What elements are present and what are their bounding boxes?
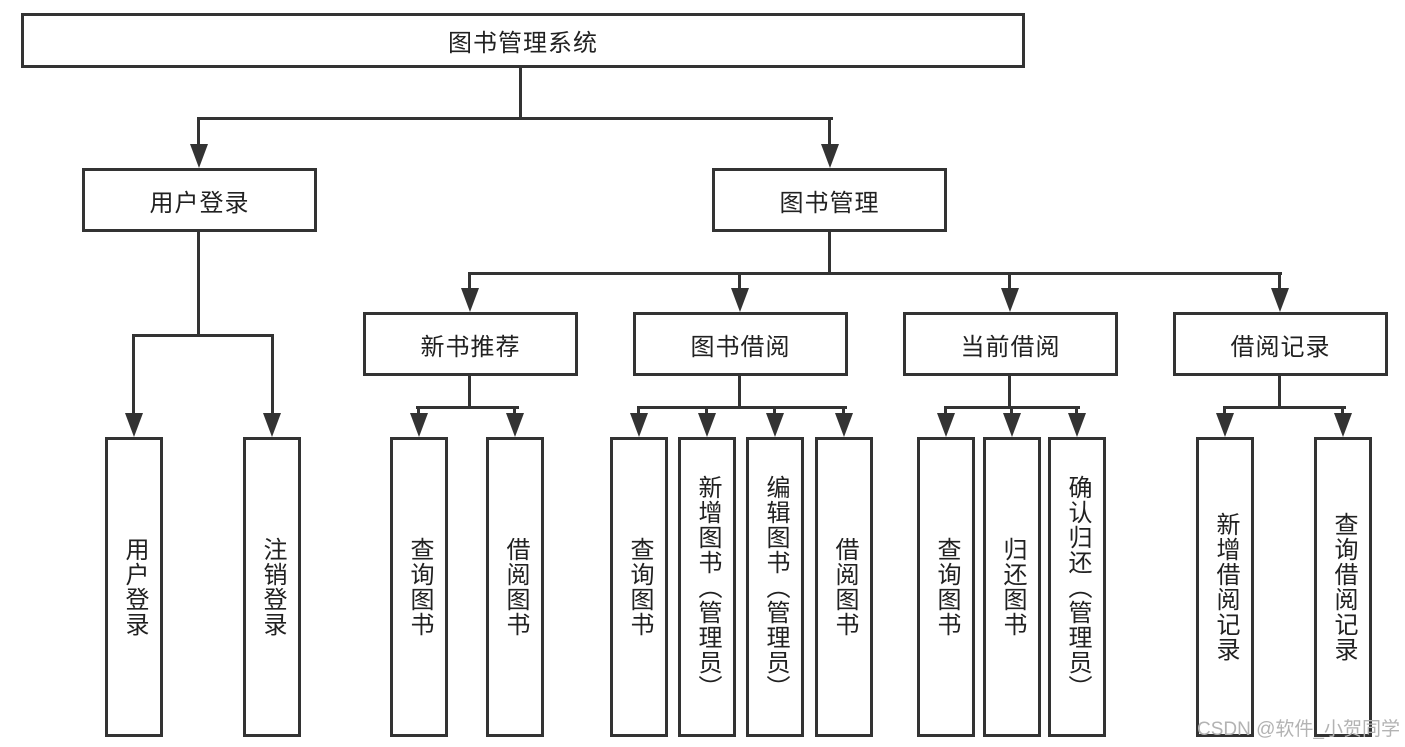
leaf-label: 借阅图书 [502, 537, 529, 637]
leaf-label: 借阅图书 [831, 537, 858, 637]
connector-line [637, 406, 847, 409]
arrow-down-icon [1271, 288, 1289, 312]
leaf-label: 新增图书（管理员） [694, 474, 721, 700]
connector-line [417, 406, 420, 418]
node-book-borrowing: 图书借阅 [633, 312, 848, 376]
leaf-confirm-return-admin: 确认归还（管理员） [1048, 437, 1106, 737]
connector-line [705, 406, 708, 418]
connector-line [1008, 376, 1011, 409]
leaf-label: 归还图书 [999, 537, 1026, 637]
leaf-borrow-books-recommend: 借阅图书 [486, 437, 544, 737]
leaf-borrow-books-borrowing: 借阅图书 [815, 437, 873, 737]
arrow-down-icon [1068, 413, 1086, 437]
node-book-management: 图书管理 [712, 168, 947, 232]
connector-line [1223, 406, 1346, 409]
leaf-query-borrow-record: 查询借阅记录 [1314, 437, 1372, 737]
connector-line [944, 406, 947, 418]
arrow-down-icon [190, 144, 208, 168]
connector-line [468, 272, 471, 292]
leaf-label: 注销登录 [259, 537, 286, 637]
leaf-label: 确认归还（管理员） [1064, 474, 1091, 700]
node-label: 图书管理 [779, 189, 880, 217]
leaf-add-book-admin: 新增图书（管理员） [678, 437, 736, 737]
arrow-down-icon [1003, 413, 1021, 437]
node-label: 新书推荐 [420, 333, 521, 361]
connector-line [1278, 272, 1281, 292]
arrow-down-icon [410, 413, 428, 437]
leaf-edit-book-admin: 编辑图书（管理员） [746, 437, 804, 737]
connector-line [197, 232, 200, 337]
leaf-user-login: 用户登录 [105, 437, 163, 737]
connector-line [1075, 406, 1078, 418]
connector-line [773, 406, 776, 418]
connector-line [416, 406, 519, 409]
node-new-book-recommend: 新书推荐 [363, 312, 578, 376]
node-current-borrowing: 当前借阅 [903, 312, 1118, 376]
arrow-down-icon [461, 288, 479, 312]
arrow-down-icon [630, 413, 648, 437]
arrow-down-icon [1216, 413, 1234, 437]
leaf-label: 查询借阅记录 [1330, 512, 1357, 662]
arrow-down-icon [1334, 413, 1352, 437]
node-label: 用户登录 [149, 189, 250, 217]
leaf-query-books-borrowing: 查询图书 [610, 437, 668, 737]
connector-line [132, 334, 135, 415]
node-label: 图书管理系统 [448, 30, 598, 57]
arrow-down-icon [937, 413, 955, 437]
arrow-down-icon [731, 288, 749, 312]
leaf-return-book: 归还图书 [983, 437, 1041, 737]
connector-line [1223, 406, 1226, 418]
connector-line [738, 376, 741, 409]
csdn-watermark: CSDN @软件_小贺同学 [1197, 719, 1400, 740]
connector-line [1008, 272, 1011, 292]
node-label: 当前借阅 [960, 333, 1061, 361]
arrow-down-icon [766, 413, 784, 437]
leaf-label: 用户登录 [121, 537, 148, 637]
leaf-logout: 注销登录 [243, 437, 301, 737]
leaf-query-books-recommend: 查询图书 [390, 437, 448, 737]
leaf-label: 编辑图书（管理员） [762, 474, 789, 700]
leaf-query-books-current: 查询图书 [917, 437, 975, 737]
leaf-label: 查询图书 [406, 537, 433, 637]
node-label: 图书借阅 [690, 333, 791, 361]
arrow-down-icon [1001, 288, 1019, 312]
connector-line [197, 117, 833, 120]
connector-line [468, 272, 1282, 275]
connector-line [468, 376, 471, 409]
arrow-down-icon [263, 413, 281, 437]
connector-line [519, 68, 522, 120]
node-label: 借阅记录 [1230, 333, 1331, 361]
arrow-down-icon [821, 144, 839, 168]
connector-line [1341, 406, 1344, 418]
connector-line [1010, 406, 1013, 418]
connector-line [828, 117, 831, 150]
arrow-down-icon [835, 413, 853, 437]
connector-line [842, 406, 845, 418]
leaf-label: 查询图书 [626, 537, 653, 637]
connector-line [197, 117, 200, 150]
node-library-management-system: 图书管理系统 [21, 13, 1025, 68]
arrow-down-icon [698, 413, 716, 437]
connector-line [513, 406, 516, 418]
node-borrow-records: 借阅记录 [1173, 312, 1388, 376]
leaf-label: 新增借阅记录 [1212, 512, 1239, 662]
arrow-down-icon [125, 413, 143, 437]
connector-line [738, 272, 741, 292]
arrow-down-icon [506, 413, 524, 437]
connector-line [1278, 376, 1281, 409]
node-user-login: 用户登录 [82, 168, 317, 232]
connector-line [828, 232, 831, 275]
leaf-label: 查询图书 [933, 537, 960, 637]
connector-line [637, 406, 640, 418]
leaf-add-borrow-record: 新增借阅记录 [1196, 437, 1254, 737]
connector-line [271, 334, 274, 415]
connector-line [132, 334, 274, 337]
